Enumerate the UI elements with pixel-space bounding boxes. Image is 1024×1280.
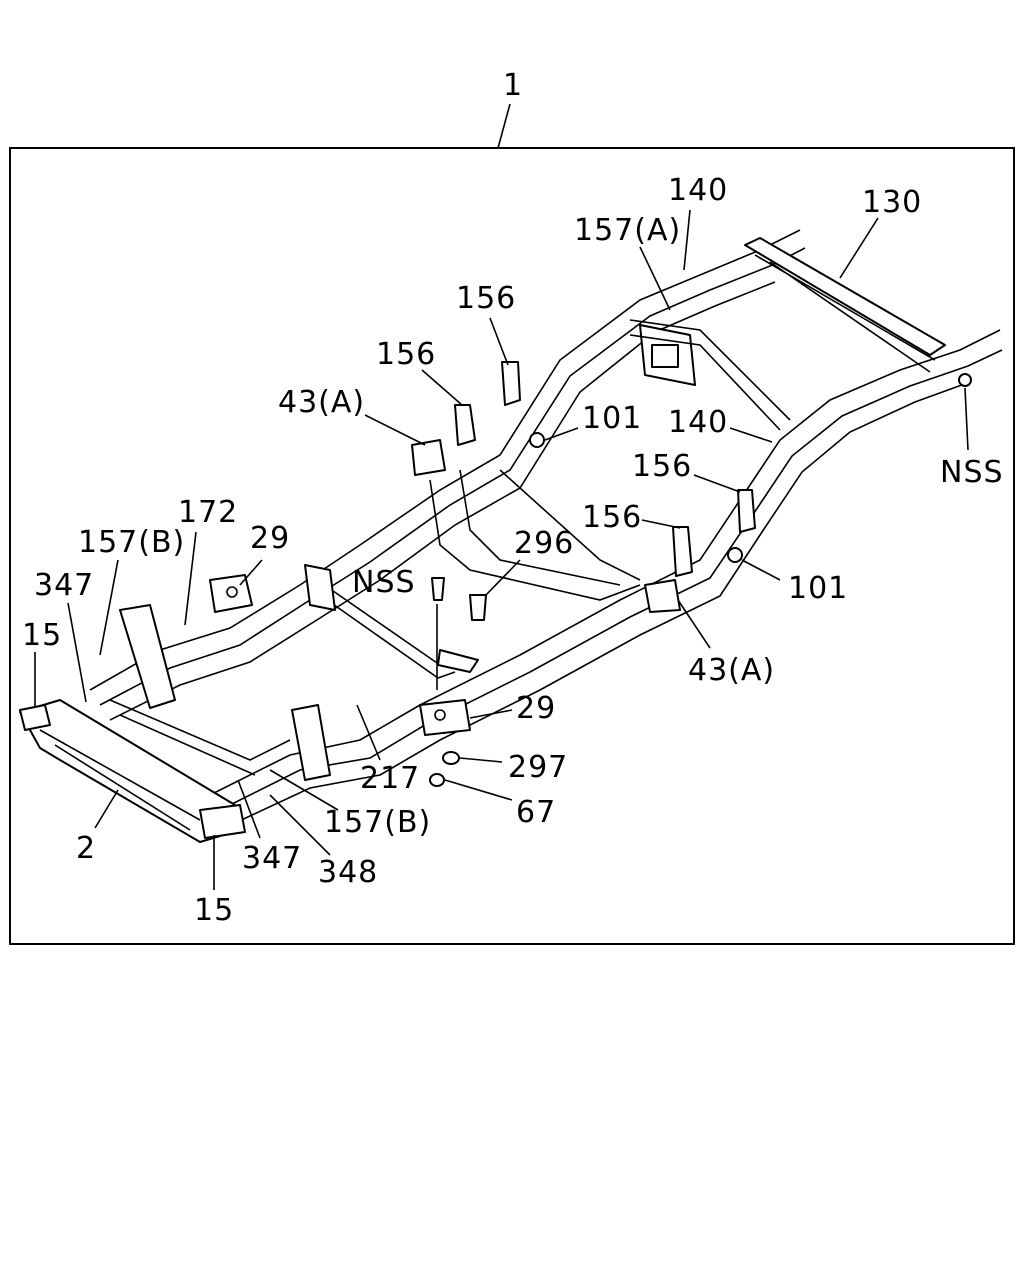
hole-101-top — [529, 432, 545, 448]
callout-130: 130 — [862, 185, 922, 220]
tow-receiver-opening — [651, 344, 679, 368]
leader-156-b — [421, 369, 463, 406]
callout-nss-right: NSS — [940, 455, 1004, 490]
callout-157b-left: 157(B) — [78, 525, 185, 560]
leader-347-bottom — [237, 779, 261, 839]
leader-43a-right — [677, 599, 711, 649]
front-tower-left — [119, 604, 176, 709]
callout-157a: 157(A) — [574, 213, 681, 248]
nut-297 — [442, 751, 460, 765]
diagram-border — [9, 147, 1015, 945]
leader-29-right — [469, 709, 513, 719]
front-tower-right — [291, 704, 331, 781]
callout-347-bottom: 347 — [242, 841, 302, 876]
callout-43a-left: 43(A) — [278, 385, 365, 420]
rear-end-crossmember — [744, 237, 946, 356]
front-inner-crossmember — [109, 699, 291, 776]
leader-101-top — [544, 427, 579, 441]
leader-156-d — [641, 519, 681, 529]
mount-nss-rear — [958, 373, 972, 387]
rear-crossmember — [629, 319, 791, 431]
leader-140-mid — [729, 427, 773, 443]
right-rail — [199, 329, 1001, 801]
leader-29-left — [239, 559, 263, 586]
right-rail-lower — [219, 381, 971, 831]
callout-156-d: 156 — [582, 500, 642, 535]
leader-101-right — [741, 559, 781, 581]
x-brace-2 — [499, 469, 641, 581]
leader-67 — [444, 779, 513, 801]
callout-347-top: 347 — [34, 568, 94, 603]
leader-2 — [94, 789, 119, 829]
bolt-nss — [431, 577, 445, 601]
callout-101-right: 101 — [788, 571, 848, 606]
center-bracket-2 — [437, 649, 479, 673]
callout-15-bottom: 15 — [194, 893, 234, 928]
callout-1-leader — [497, 103, 511, 149]
callout-15-left: 15 — [22, 618, 62, 653]
leader-297 — [459, 757, 503, 763]
callout-nss-mid: NSS — [352, 565, 416, 600]
callout-217: 217 — [360, 761, 420, 796]
bracket-156-c — [737, 489, 756, 533]
leader-157b-bottom — [269, 769, 339, 811]
leader-157b-left — [99, 559, 119, 656]
hole-101-right — [727, 547, 743, 563]
leader-nss-right — [964, 387, 969, 451]
callout-101-top: 101 — [582, 401, 642, 436]
bracket-156-a — [454, 404, 476, 446]
callout-140-top: 140 — [668, 173, 728, 208]
center-bracket — [304, 564, 336, 611]
callout-348: 348 — [318, 855, 378, 890]
leader-lines — [34, 209, 969, 890]
rear-end-crossmember-line — [754, 254, 936, 373]
callout-1: 1 — [503, 68, 523, 103]
leader-348 — [269, 794, 331, 856]
left-rail — [89, 229, 801, 691]
bracket-156-d — [672, 526, 693, 577]
callout-29-left: 29 — [250, 521, 290, 556]
front-crossmember-line — [39, 729, 201, 831]
callout-297: 297 — [508, 750, 568, 785]
leader-140-top — [683, 209, 691, 271]
callout-67: 67 — [516, 795, 556, 830]
leader-156-a — [489, 317, 509, 366]
leader-43a-left — [364, 414, 426, 446]
callout-296: 296 — [514, 526, 574, 561]
callout-156-b: 156 — [376, 337, 436, 372]
leader-156-c — [693, 474, 741, 493]
left-rail-inner — [99, 247, 806, 706]
callout-29-right: 29 — [516, 691, 556, 726]
leader-296 — [484, 559, 521, 597]
callout-157b-bottom: 157(B) — [324, 805, 431, 840]
callout-labels: 140 130 157(A) 156 156 43(A) 101 140 156… — [22, 173, 1004, 928]
bracket-43a-left — [411, 439, 446, 476]
callout-43a-right: 43(A) — [688, 653, 775, 688]
bracket-29-right-hole — [434, 709, 446, 721]
leader-157a — [639, 246, 671, 311]
callout-2: 2 — [76, 831, 96, 866]
leader-347-top — [67, 602, 87, 703]
mount-15-bottom — [199, 804, 246, 839]
x-brace — [429, 469, 641, 601]
left-rail-lower — [109, 281, 776, 721]
leader-172 — [184, 531, 197, 626]
nut-67 — [429, 773, 445, 787]
callout-172: 172 — [178, 495, 238, 530]
bolt-296 — [469, 594, 487, 621]
callout-156-a: 156 — [456, 281, 516, 316]
callout-140-mid: 140 — [668, 405, 728, 440]
bracket-43a-right — [644, 579, 681, 613]
bracket-156-b — [501, 361, 521, 406]
chassis-frame — [19, 229, 1003, 843]
bracket-29-left — [209, 574, 253, 613]
right-rail-inner — [209, 349, 1003, 816]
leader-217 — [356, 704, 381, 761]
bracket-29-left-hole — [226, 586, 238, 598]
leader-130 — [839, 217, 879, 279]
mount-15-left — [19, 704, 51, 731]
callout-156-c: 156 — [632, 449, 692, 484]
